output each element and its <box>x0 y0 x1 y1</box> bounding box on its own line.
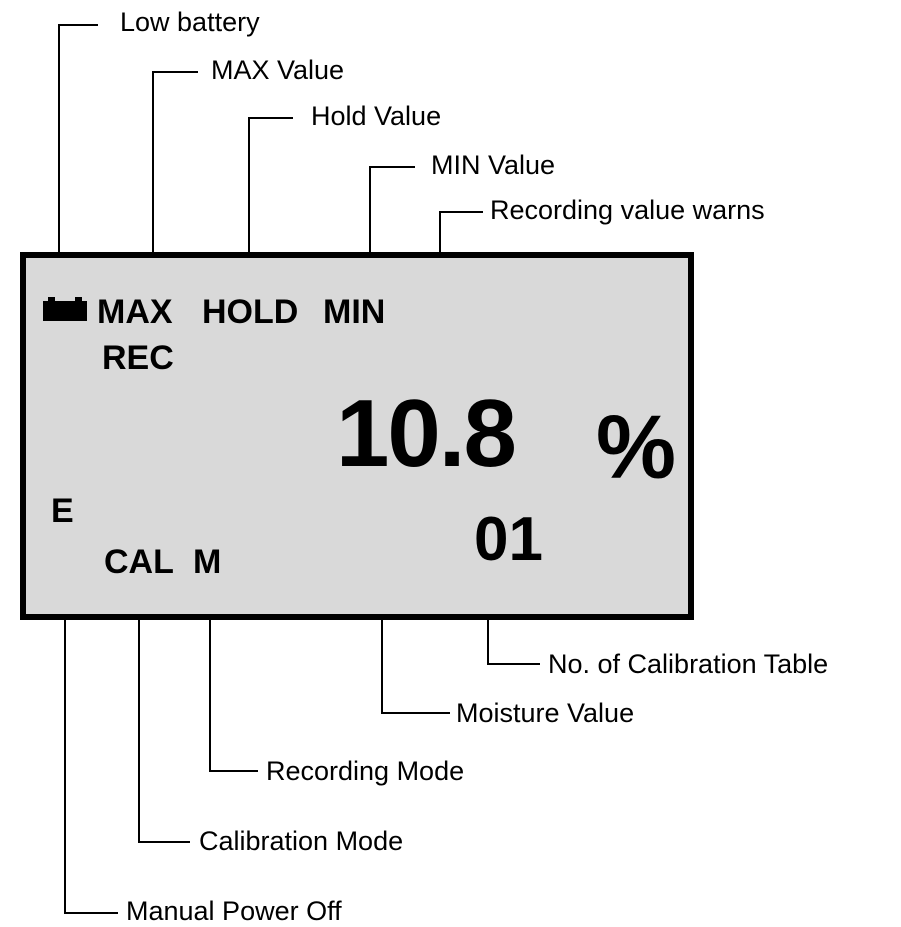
battery-icon <box>43 297 87 321</box>
recording-warns-label: Recording value warns <box>490 195 765 225</box>
calibration-table-number: 01 <box>474 505 543 574</box>
moisture-reading: 10.8 <box>336 380 517 487</box>
manual-power-off-label: Manual Power Off <box>126 896 342 926</box>
hold-indicator: HOLD <box>202 293 299 331</box>
hold-value-leader <box>242 117 293 289</box>
calibration-mode-label: Calibration Mode <box>199 826 404 856</box>
recording-mode-label: Recording Mode <box>266 756 465 786</box>
calibration-table-label: No. of Calibration Table <box>548 649 829 679</box>
max-value-label: MAX Value <box>211 55 345 85</box>
moisture-value-label: Moisture Value <box>456 698 635 728</box>
mode-indicator: M <box>193 543 222 581</box>
hold-value-label: Hold Value <box>311 101 442 131</box>
low-battery-label: Low battery <box>120 7 260 37</box>
min-indicator: MIN <box>323 293 386 331</box>
cal-indicator: CAL <box>104 543 174 581</box>
max-value-leader <box>146 71 198 289</box>
calibration-mode-leader <box>132 581 190 843</box>
rec-indicator: REC <box>102 339 174 377</box>
percent-unit: % <box>596 398 677 498</box>
lcd-display <box>20 252 694 620</box>
min-value-leader <box>363 166 415 289</box>
max-indicator: MAX <box>97 293 173 331</box>
low-battery-leader <box>52 24 98 289</box>
min-value-label: MIN Value <box>431 150 556 180</box>
manual-power-off-leader <box>58 531 118 914</box>
recording-mode-leader <box>203 581 258 772</box>
manual-off-indicator: E <box>51 492 74 530</box>
